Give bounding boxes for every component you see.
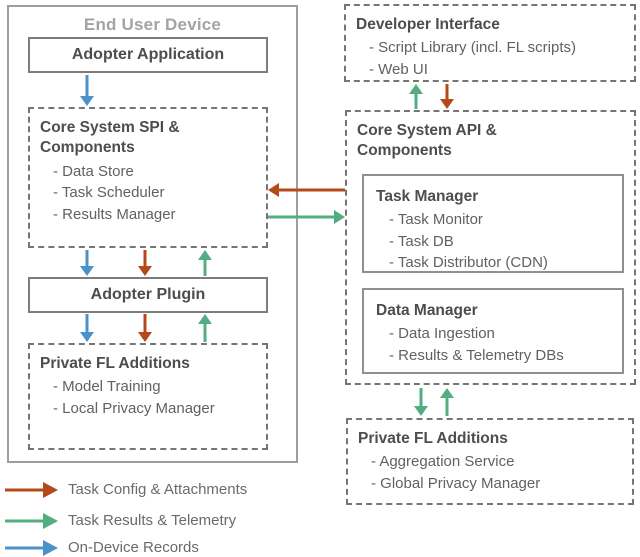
arrow-shaft bbox=[85, 75, 89, 98]
legend-label-task-config: Task Config & Attachments bbox=[68, 481, 248, 498]
developer-interface-box: Developer Interface - Script Library (in… bbox=[344, 4, 636, 82]
core-system-spi-box: Core System SPI & Components - Data Stor… bbox=[28, 107, 268, 248]
list-item: - Task Monitor bbox=[389, 211, 483, 229]
arrow-shaft bbox=[203, 258, 207, 276]
arrow-on-device-records-spi-to-plugin bbox=[80, 250, 94, 276]
arrow-head-left bbox=[268, 183, 279, 197]
private-fl-additions-server-title: Private FL Additions bbox=[358, 430, 508, 447]
arrow-task-results-plugin-to-spi bbox=[198, 250, 212, 276]
arrow-task-results-spi-to-api bbox=[268, 210, 345, 224]
task-manager-box: Task Manager - Task Monitor - Task DB - … bbox=[362, 174, 624, 273]
arrow-shaft bbox=[277, 188, 345, 192]
arrow-task-results-api-to-fl bbox=[414, 388, 428, 416]
adopter-application-box: Adopter Application bbox=[28, 37, 268, 73]
list-item: - Task Scheduler bbox=[53, 184, 165, 202]
list-item: - Local Privacy Manager bbox=[53, 399, 215, 417]
arrow-head-up bbox=[198, 250, 212, 260]
arrow-shaft bbox=[445, 396, 449, 416]
list-item: - Results Manager bbox=[53, 205, 176, 223]
adopter-plugin-box: Adopter Plugin bbox=[28, 277, 268, 313]
arrow-head-down bbox=[138, 332, 152, 342]
arrow-on-device-records-plugin-to-fl bbox=[80, 314, 94, 342]
data-manager-box: Data Manager - Data Ingestion - Results … bbox=[362, 288, 624, 374]
arrow-shaft bbox=[5, 546, 46, 550]
arrow-task-config-spi-to-plugin bbox=[138, 250, 152, 276]
arrow-task-results-api-to-dev bbox=[409, 84, 423, 109]
list-item: - Task DB bbox=[389, 232, 454, 250]
core-system-spi-title: Core System SPI & Components bbox=[40, 119, 180, 157]
legend-arrow-task-results bbox=[5, 513, 58, 529]
arrow-head-up bbox=[198, 314, 212, 324]
legend-label-on-device: On-Device Records bbox=[68, 539, 199, 556]
task-manager-items: - Task Monitor - Task DB - Task Distribu… bbox=[376, 209, 610, 273]
arrow-shaft bbox=[268, 215, 336, 219]
core-system-api-title: Core System API & Components bbox=[357, 122, 497, 160]
arrow-head-down bbox=[80, 96, 94, 106]
arrow-task-results-fl-to-api bbox=[440, 388, 454, 416]
arrow-head-down bbox=[138, 266, 152, 276]
arrow-shaft bbox=[85, 314, 89, 334]
adopter-plugin-title: Adopter Plugin bbox=[90, 286, 206, 303]
arrow-shaft bbox=[143, 250, 147, 268]
data-manager-items: - Data Ingestion - Results & Telemetry D… bbox=[376, 323, 610, 366]
arrow-task-config-dev-to-api bbox=[440, 84, 454, 109]
private-fl-additions-device-items: - Model Training - Local Privacy Manager bbox=[40, 376, 256, 419]
arrow-shaft bbox=[203, 322, 207, 342]
arrow-task-results-fl-to-plugin bbox=[198, 314, 212, 342]
list-item: - Aggregation Service bbox=[371, 453, 515, 471]
list-item: - Results & Telemetry DBs bbox=[389, 346, 564, 364]
core-system-spi-items: - Data Store - Task Scheduler - Results … bbox=[40, 161, 256, 225]
arrow-head-right bbox=[43, 513, 58, 529]
private-fl-additions-server-box: Private FL Additions - Aggregation Servi… bbox=[346, 418, 634, 505]
arrow-head-down bbox=[440, 99, 454, 109]
arrow-head-up bbox=[440, 388, 454, 398]
arrow-head-down bbox=[80, 332, 94, 342]
arrow-on-device-records-app-to-spi bbox=[80, 75, 94, 106]
list-item: - Web UI bbox=[369, 60, 428, 78]
arrow-shaft bbox=[143, 314, 147, 334]
legend-arrow-on-device bbox=[5, 540, 58, 556]
developer-interface-items: - Script Library (incl. FL scripts) - We… bbox=[356, 37, 624, 80]
data-manager-title: Data Manager bbox=[376, 302, 478, 319]
arrow-task-config-plugin-to-fl bbox=[138, 314, 152, 342]
arrow-shaft bbox=[5, 488, 46, 492]
arrow-shaft bbox=[85, 250, 89, 268]
arrow-shaft bbox=[414, 92, 418, 109]
list-item: - Task Distributor (CDN) bbox=[389, 254, 548, 272]
list-item: - Data Ingestion bbox=[389, 325, 495, 343]
list-item: - Global Privacy Manager bbox=[371, 474, 541, 492]
private-fl-additions-device-title: Private FL Additions bbox=[40, 355, 190, 372]
private-fl-additions-server-items: - Aggregation Service - Global Privacy M… bbox=[358, 451, 622, 494]
arrow-head-up bbox=[409, 84, 423, 94]
adopter-application-title: Adopter Application bbox=[71, 46, 225, 63]
list-item: - Data Store bbox=[53, 162, 134, 180]
arrow-task-config-api-to-spi bbox=[268, 183, 345, 197]
arrow-shaft bbox=[445, 84, 449, 101]
arrow-shaft bbox=[5, 519, 46, 523]
end-user-device-box: End User Device bbox=[7, 5, 298, 463]
legend-arrow-task-config bbox=[5, 482, 58, 498]
arrow-head-right bbox=[334, 210, 345, 224]
arrow-head-right bbox=[43, 482, 58, 498]
arrow-head-down bbox=[414, 406, 428, 416]
task-manager-title: Task Manager bbox=[376, 188, 479, 205]
list-item: - Model Training bbox=[53, 378, 161, 396]
legend-label-task-results: Task Results & Telemetry bbox=[68, 512, 237, 529]
end-user-device-title: End User Device bbox=[83, 15, 222, 34]
arrow-head-down bbox=[80, 266, 94, 276]
developer-interface-title: Developer Interface bbox=[356, 16, 500, 33]
private-fl-additions-device-box: Private FL Additions - Model Training - … bbox=[28, 343, 268, 450]
arrow-shaft bbox=[419, 388, 423, 408]
list-item: - Script Library (incl. FL scripts) bbox=[369, 39, 576, 57]
arrow-head-right bbox=[43, 540, 58, 556]
